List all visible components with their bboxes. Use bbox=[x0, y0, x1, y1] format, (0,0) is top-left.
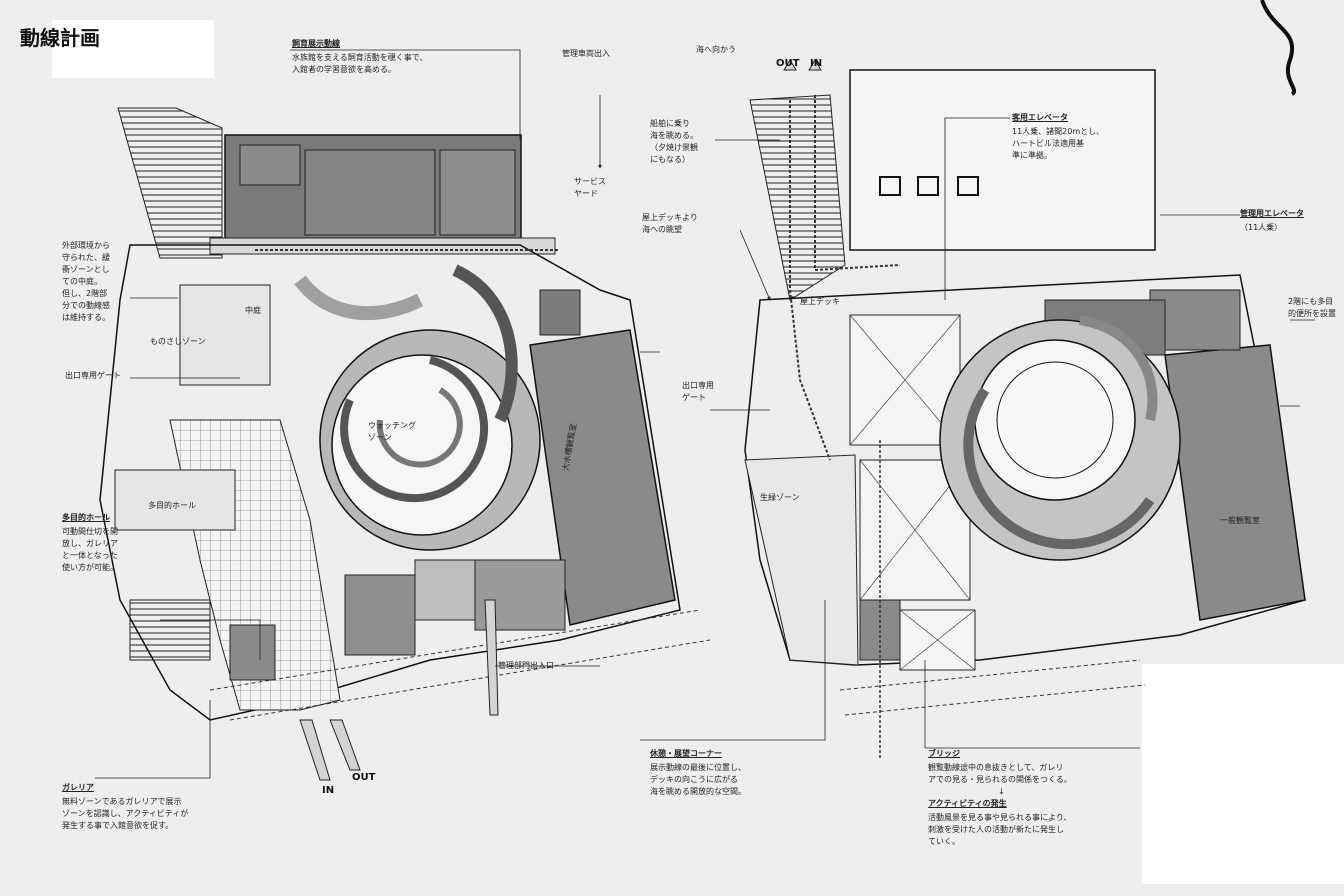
hall-note-line-1: 可動間仕切を開 bbox=[62, 527, 118, 536]
mgmt-elevator-note: 管理用エレベータ （11人乗） bbox=[1240, 208, 1304, 234]
galleria-line-2: ゾーンを認識し、アクティビティが bbox=[62, 809, 189, 818]
floor2-note-line-1: 2階にも多目 bbox=[1288, 297, 1334, 306]
rest-corner-line-1: 展示動線の最後に位置し、 bbox=[650, 763, 746, 772]
hall-note-line-3: と一体となった bbox=[62, 551, 118, 560]
right-floor-plan bbox=[598, 0, 1315, 760]
bridge-arrow: ↓ bbox=[998, 787, 1005, 796]
floor2-toilet-note: 2階にも多目 的便所を設置 bbox=[1288, 296, 1336, 320]
exit-gate-label-left: 出口専用ゲート bbox=[65, 371, 121, 380]
courtyard-note-line-3: 衝ゾーンとし bbox=[62, 265, 110, 274]
galleria-heading: ガレリア bbox=[62, 783, 94, 792]
sea-view-note: 船舶に乗り 海を眺める。 （夕焼け景観 にもなる） bbox=[650, 118, 698, 166]
in-label-right: IN bbox=[810, 58, 823, 69]
staff-flow-line-1: 水族館を支える飼育活動を覗く事で、 bbox=[292, 53, 428, 62]
activity-line-2: 刺激を受けた人の活動が新たに発生し bbox=[928, 825, 1064, 834]
page-title: 動線計画 bbox=[20, 26, 100, 50]
living-zone-label: 生緑ゾーン bbox=[760, 493, 800, 502]
courtyard-note-line-4: ての中庭。 bbox=[62, 277, 102, 286]
multipurpose-hall-label: 多目的ホール bbox=[148, 501, 196, 510]
bridge-line-2: アでの見る・見られるの関係をつくる。 bbox=[928, 775, 1072, 784]
roof-deck-view-line-1: 屋上デッキより bbox=[642, 213, 698, 222]
sea-view-line-1: 船舶に乗り bbox=[650, 119, 690, 128]
activity-line-3: ていく。 bbox=[928, 837, 960, 846]
bridge-note: ブリッジ 観覧動線途中の息抜きとして、ガレリ アでの見る・見られるの関係をつくる… bbox=[928, 748, 1072, 848]
elevator-line-1: 11人乗、諸間20mとし、 bbox=[1012, 127, 1105, 136]
left-floor-plan bbox=[95, 49, 711, 781]
courtyard-note-line-5: 但し、2階部 bbox=[62, 289, 108, 298]
hall-note-line-4: 使い方が可能。 bbox=[62, 563, 118, 572]
staff-flow-heading: 飼育展示動線 bbox=[292, 39, 340, 48]
rest-corner-line-3: 海を眺める開放的な空間。 bbox=[650, 787, 746, 796]
exit-gate-label-right: 出口専用 ゲート bbox=[682, 380, 714, 404]
in-label-left: IN bbox=[322, 785, 335, 796]
elevator-note: 客用エレベータ 11人乗、諸間20mとし、 ハートビル法適用基 準に準拠。 bbox=[1012, 112, 1104, 162]
sea-view-line-4: にもなる） bbox=[650, 155, 690, 164]
elevator-heading: 客用エレベータ bbox=[1012, 113, 1068, 122]
to-sea-label: 海へ向かう bbox=[696, 45, 736, 54]
service-yard-line-1: サービス bbox=[574, 177, 606, 186]
mgmt-elevator-line: （11人乗） bbox=[1240, 223, 1283, 232]
roof-deck-view-line-2: 海への眺望 bbox=[642, 225, 682, 234]
exit-gate-right-line-2: ゲート bbox=[682, 393, 706, 402]
sea-view-line-3: （夕焼け景観 bbox=[650, 143, 698, 152]
rest-corner-note: 休憩・展望コーナー 展示動線の最後に位置し、 デッキの向こうに広がる 海を眺める… bbox=[650, 748, 746, 798]
activity-heading: アクティビティの発生 bbox=[928, 799, 1007, 808]
roof-deck-label: 屋上デッキ bbox=[800, 297, 840, 306]
watching-zone-label: ウォッチング ゾーン bbox=[368, 420, 416, 444]
activity-line-1: 活動風景を見る事や見られる事により、 bbox=[928, 813, 1072, 822]
watching-zone-line-2: ゾーン bbox=[368, 433, 392, 442]
floor2-note-line-2: 的便所を設置 bbox=[1288, 309, 1336, 318]
out-label-left: OUT bbox=[352, 772, 376, 783]
watching-zone-line-1: ウォッチング bbox=[368, 421, 416, 430]
courtyard-note-line-7: は維持する。 bbox=[62, 313, 110, 322]
mgmt-elevator-heading: 管理用エレベータ bbox=[1240, 209, 1304, 218]
sea-view-line-2: 海を眺める。 bbox=[650, 131, 698, 140]
galleria-line-1: 無料ゾーンであるガレリアで展示 bbox=[62, 797, 182, 806]
blank-corner-box bbox=[1142, 664, 1344, 884]
courtyard-note-line-2: 守られた、緩 bbox=[62, 253, 110, 262]
hall-note-line-2: 放し、ガレリア bbox=[62, 539, 118, 548]
staff-flow-line-2: 入館者の学習意欲を高める。 bbox=[292, 65, 396, 74]
management-gate-label: 管理部門出入口 bbox=[498, 661, 554, 670]
rest-corner-heading: 休憩・展望コーナー bbox=[650, 749, 722, 758]
title-background bbox=[52, 20, 214, 78]
tank-room-label: 一般観覧室 bbox=[1220, 516, 1260, 525]
elevator-line-2: ハートビル法適用基 bbox=[1012, 139, 1084, 148]
bridge-line-1: 観覧動線途中の息抜きとして、ガレリ bbox=[928, 763, 1064, 772]
galleria-line-3: 発生する事で入館意欲を促す。 bbox=[62, 821, 174, 830]
service-yard-label: サービス ヤード bbox=[574, 176, 606, 200]
rest-corner-line-2: デッキの向こうに広がる bbox=[650, 775, 738, 784]
service-yard-line-2: ヤード bbox=[574, 189, 598, 198]
zone-label-courtyard: 中庭 bbox=[245, 306, 261, 315]
courtyard-note-line-6: 分での動線感 bbox=[62, 301, 110, 310]
staff-flow-note: 飼育展示動線 水族館を支える飼育活動を覗く事で、 入館者の学習意欲を高める。 bbox=[292, 38, 427, 76]
out-label-right: OUT bbox=[776, 58, 800, 69]
courtyard-note-line-1: 外部環境から bbox=[62, 241, 110, 250]
zone-label-monosashi: ものさしゾーン bbox=[150, 337, 206, 346]
bridge-heading: ブリッジ bbox=[928, 749, 960, 758]
courtyard-side-note: 外部環境から 守られた、緩 衝ゾーンとし ての中庭。 但し、2階部 分での動線感… bbox=[62, 240, 110, 324]
roof-deck-view-note: 屋上デッキより 海への眺望 bbox=[642, 212, 698, 236]
elevator-line-3: 準に準拠。 bbox=[1012, 151, 1052, 160]
management-entry-label: 管理車両出入 bbox=[562, 49, 610, 58]
hall-note-heading: 多目的ホール bbox=[62, 513, 110, 522]
galleria-note: ガレリア 無料ゾーンであるガレリアで展示 ゾーンを認識し、アクティビティが 発生… bbox=[62, 782, 188, 832]
exit-gate-right-line-1: 出口専用 bbox=[682, 381, 714, 390]
hall-note: 多目的ホール 可動間仕切を開 放し、ガレリア と一体となった 使い方が可能。 bbox=[62, 512, 118, 574]
